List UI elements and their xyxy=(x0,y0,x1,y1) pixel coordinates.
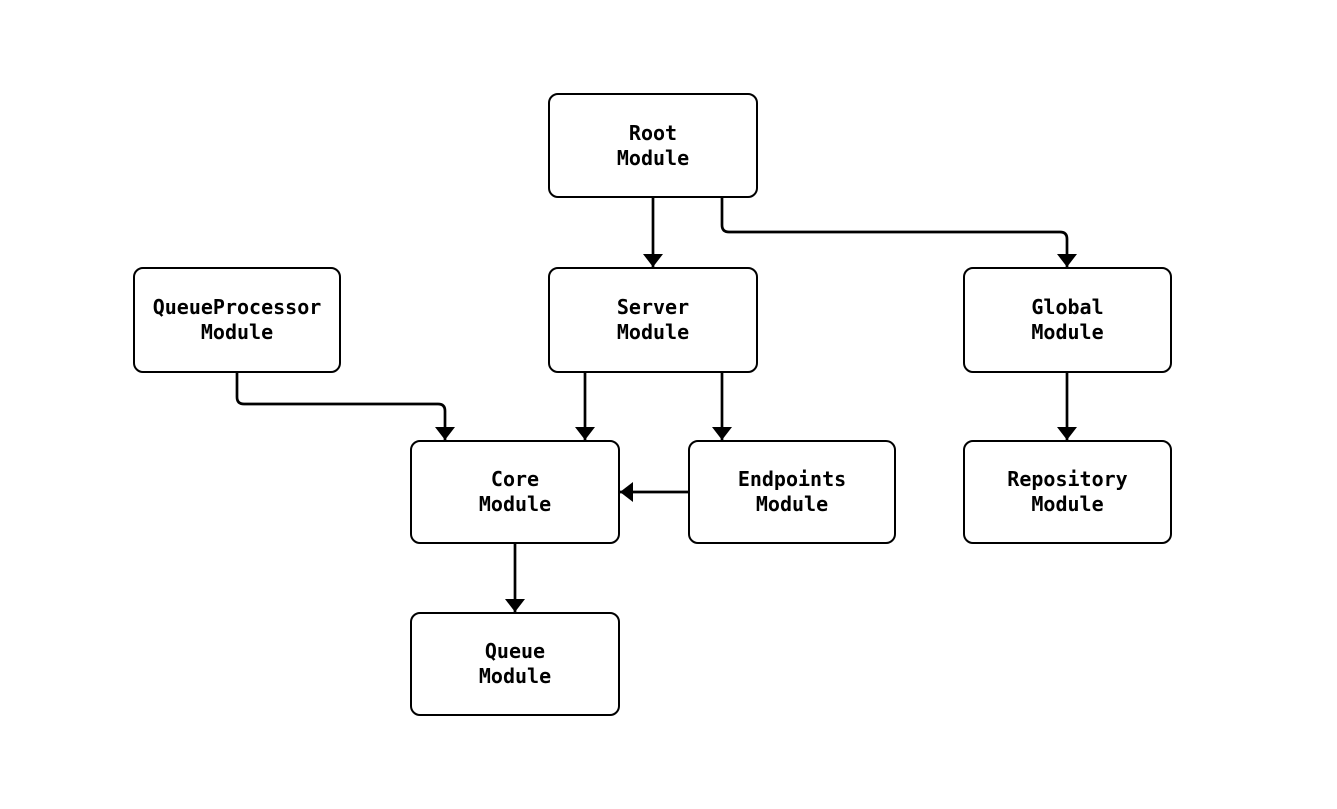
node-endpoints-module: Endpoints Module xyxy=(688,440,896,544)
edge-root-to-global xyxy=(720,198,1077,267)
edge-queueprocessor-to-core xyxy=(235,373,455,440)
node-queueprocessor-module: QueueProcessor Module xyxy=(133,267,341,373)
node-repository-module: Repository Module xyxy=(963,440,1172,544)
node-root-module: Root Module xyxy=(548,93,758,198)
node-queue-module: Queue Module xyxy=(410,612,620,716)
node-global-module: Global Module xyxy=(963,267,1172,373)
node-server-module: Server Module xyxy=(548,267,758,373)
node-core-module: Core Module xyxy=(410,440,620,544)
